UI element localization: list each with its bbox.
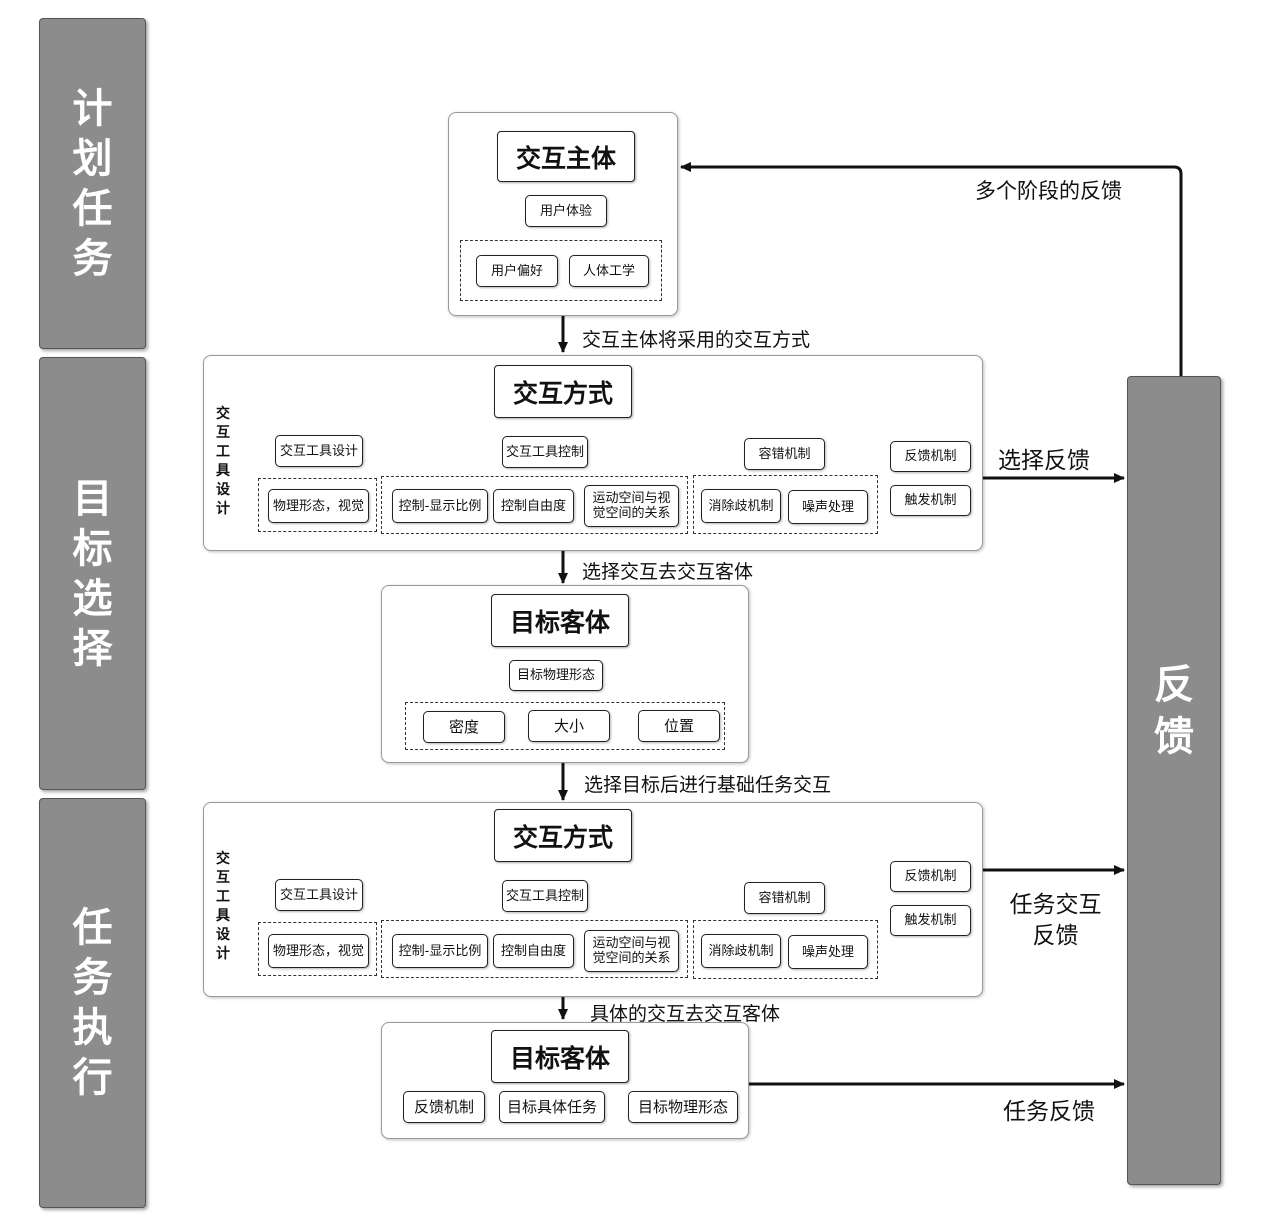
flow-arrows xyxy=(558,162,1183,1089)
arrow-label-method-object: 选择交互去交互客体 xyxy=(582,561,754,583)
fault-tolerance-group xyxy=(693,475,878,534)
density-node: 密度 xyxy=(423,711,505,743)
trigger-mechanism-node: 触发机制 xyxy=(890,905,971,936)
arrow-multi-stage-feedback xyxy=(680,162,1183,376)
fault-tolerance-group xyxy=(693,920,878,979)
phase-label: 计划任务 xyxy=(72,85,113,282)
physical-form-node: 物理形态，视觉 xyxy=(268,934,369,968)
feedback-bar-label: 反馈 xyxy=(1154,661,1194,760)
feedback-mechanism-node: 反馈机制 xyxy=(890,861,971,892)
ergonomics-node: 人体工学 xyxy=(569,255,649,287)
object-physical-form-node: 目标物理形态 xyxy=(509,660,603,691)
phase-label: 任务执行 xyxy=(72,905,113,1101)
feedback-bar: 反馈 xyxy=(1127,376,1221,1185)
noise-processing-node: 噪声处理 xyxy=(788,935,868,969)
feedback-label-task: 任务反馈 xyxy=(1003,1099,1095,1125)
tool-design-group xyxy=(258,478,377,532)
subject-title: 交互主体 xyxy=(497,131,635,182)
object-title: 目标客体 xyxy=(491,594,629,647)
cd-ratio-node: 控制-显示比例 xyxy=(392,489,488,523)
feedback-label-task-interaction: 任务交互反馈 xyxy=(1009,892,1102,949)
noise-processing-node: 噪声处理 xyxy=(788,490,868,524)
object-properties-group xyxy=(405,702,725,750)
tool-control-group xyxy=(381,920,688,978)
user-experience-node: 用户体验 xyxy=(525,195,607,227)
fault-tolerance-node: 容错机制 xyxy=(744,882,825,914)
cd-ratio-node: 控制-显示比例 xyxy=(392,934,488,968)
arrow-label-object-method: 选择目标后进行基础任务交互 xyxy=(584,774,832,796)
motion-space-node: 运动空间与视觉空间的关系 xyxy=(584,485,679,527)
physical-form-node: 物理形态，视觉 xyxy=(268,489,369,523)
subject-items-group xyxy=(460,240,662,301)
tool-design-node: 交互工具设计 xyxy=(275,879,363,911)
feedback-label-multi-stage: 多个阶段的反馈 xyxy=(975,179,1122,203)
object-specific-task-node: 目标具体任务 xyxy=(499,1091,605,1123)
tool-control-node: 交互工具控制 xyxy=(502,880,588,912)
feedback-mechanism-node: 反馈机制 xyxy=(403,1091,485,1123)
tool-design-group xyxy=(258,922,377,976)
arrow-label-method-object-2: 具体的交互去交互客体 xyxy=(590,1003,781,1025)
tool-design-node: 交互工具设计 xyxy=(275,435,363,467)
method-title: 交互方式 xyxy=(494,365,632,418)
object-title: 目标客体 xyxy=(491,1030,629,1083)
method-side-label: 交互工具设计 xyxy=(216,406,230,517)
method-title: 交互方式 xyxy=(494,809,632,862)
phase-plan-task: 计划任务 xyxy=(39,18,146,349)
dof-node: 控制自由度 xyxy=(493,934,574,968)
dof-node: 控制自由度 xyxy=(493,489,574,523)
motion-space-node: 运动空间与视觉空间的关系 xyxy=(584,930,679,972)
position-node: 位置 xyxy=(638,710,720,742)
size-node: 大小 xyxy=(528,710,610,742)
phase-target-selection: 目标选择 xyxy=(39,357,146,790)
tool-control-node: 交互工具控制 xyxy=(502,436,588,468)
feedback-label-select: 选择反馈 xyxy=(998,448,1090,474)
fault-tolerance-node: 容错机制 xyxy=(744,438,825,470)
disambiguation-node: 消除歧机制 xyxy=(701,934,781,968)
arrow-label-subject-method: 交互主体将采用的交互方式 xyxy=(582,329,811,351)
disambiguation-node: 消除歧机制 xyxy=(701,489,781,523)
method-side-label: 交互工具设计 xyxy=(216,851,230,962)
trigger-mechanism-node: 触发机制 xyxy=(890,485,971,516)
feedback-mechanism-node: 反馈机制 xyxy=(890,441,971,472)
user-preference-node: 用户偏好 xyxy=(476,255,558,287)
object-physical-form-node: 目标物理形态 xyxy=(628,1091,738,1123)
tool-control-group xyxy=(381,476,688,534)
phase-task-execution: 任务执行 xyxy=(39,798,146,1208)
phase-label: 目标选择 xyxy=(72,475,113,672)
